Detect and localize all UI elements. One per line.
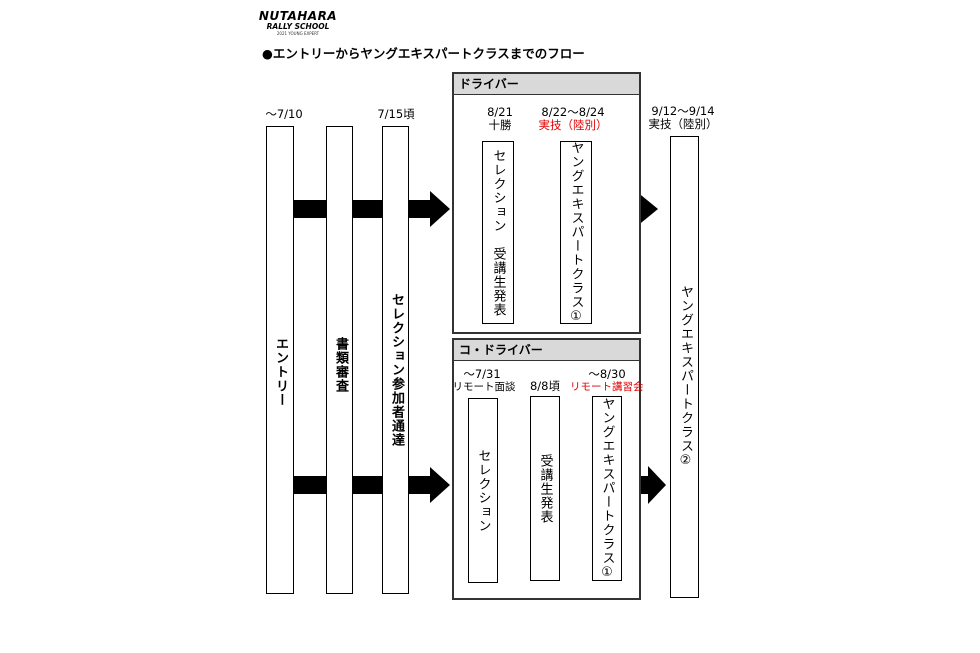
driver-panel-title: ドライバー xyxy=(454,74,639,95)
codriver-date-3-note: リモート講習会 xyxy=(570,381,644,393)
selection-notice-column: セレクション参加者通達 xyxy=(382,126,409,594)
codriver-selection-box: セレクション xyxy=(468,398,498,583)
entry-date: ～7/10 xyxy=(265,107,303,121)
top-main-arrow xyxy=(294,191,450,227)
codriver-selection-label: セレクション xyxy=(475,448,491,533)
selection-notice-label: セレクション参加者通達 xyxy=(389,293,404,447)
codriver-exit-arrow xyxy=(629,466,666,504)
page-title: ●エントリーからヤングエキスパートクラスまでのフロー xyxy=(262,46,585,61)
bottom-main-arrow xyxy=(294,467,450,503)
driver-class1-box: ヤングエキスパートクラス① xyxy=(560,140,592,325)
screening-label: 書類審査 xyxy=(333,337,348,393)
codriver-panel-title: コ・ドライバー xyxy=(454,340,639,361)
logo-main-text: NUTAHARA xyxy=(258,9,338,23)
driver-date-1: 8/21 xyxy=(487,105,513,119)
driver-date-2: 8/22～8/24 xyxy=(541,105,605,119)
final-date: 9/12～9/14 xyxy=(651,104,715,118)
selection-notice-date: 7/15頃 xyxy=(377,107,415,121)
codriver-date-1-note: リモート面談 xyxy=(452,381,516,393)
driver-selection-label: セレクション 受講生発表 xyxy=(490,148,506,317)
driver-class1-label: ヤングエキスパートクラス① xyxy=(568,140,584,325)
school-logo: NUTAHARA RALLY SCHOOL 2021 YOUNG EXPERT xyxy=(258,10,338,40)
codriver-date-2: 8/8頃 xyxy=(529,379,560,393)
final-column: ヤングエキスパートクラス② xyxy=(670,136,699,598)
final-label: ヤングエキスパートクラス② xyxy=(678,285,693,469)
codriver-announcement-box: 受講生発表 xyxy=(530,396,560,581)
codriver-date-3: ～8/30 xyxy=(588,367,626,381)
driver-selection-box: セレクション 受講生発表 xyxy=(482,141,514,324)
codriver-date-1: ～7/31 xyxy=(463,367,501,381)
final-date-note: 実技（陸別） xyxy=(648,117,718,131)
logo-tag-text: 2021 YOUNG EXPERT xyxy=(276,31,320,36)
codriver-class1-label: ヤングエキスパートクラス① xyxy=(599,396,615,581)
codriver-announcement-label: 受講生発表 xyxy=(537,453,553,524)
entry-column: エントリー xyxy=(266,126,294,594)
codriver-class1-box: ヤングエキスパートクラス① xyxy=(592,396,622,581)
entry-label: エントリー xyxy=(273,337,288,407)
driver-date-2-note: 実技（陸別） xyxy=(538,118,608,132)
driver-date-1-note: 十勝 xyxy=(488,118,512,132)
screening-column: 書類審査 xyxy=(326,126,353,594)
logo-sub-text: RALLY SCHOOL xyxy=(266,22,330,31)
